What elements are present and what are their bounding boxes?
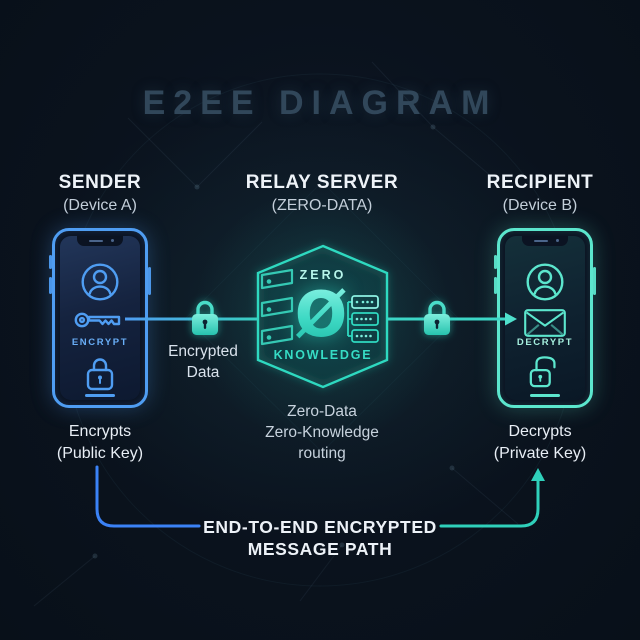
speaker-slit — [89, 240, 103, 242]
caption-line: END-TO-END ENCRYPTED — [203, 517, 437, 537]
caption-line: Encrypts — [68, 423, 132, 440]
phone-side-button — [494, 255, 497, 269]
relay-header: RELAY SERVER (ZERO-DATA) — [227, 172, 417, 215]
caption-line: routing — [298, 445, 346, 462]
server-stack-icon — [260, 268, 294, 346]
caption-line: Decrypts — [508, 423, 572, 440]
encrypt-label: ENCRYPT — [71, 337, 129, 348]
phone-side-button — [494, 277, 497, 294]
phone-side-button — [593, 267, 596, 295]
unlocked-padlock-icon — [529, 356, 556, 388]
sender-header: SENDER (Device A) — [20, 172, 180, 215]
caption-line: (Public Key) — [56, 445, 144, 462]
caption-line: (Private Key) — [493, 445, 587, 462]
caption-line: Zero-Knowledge — [265, 424, 379, 441]
phone-side-button — [148, 267, 151, 295]
user-avatar-icon — [81, 263, 119, 301]
sender-role-caption: Encrypts (Public Key) — [20, 421, 180, 465]
envelope-icon — [524, 309, 566, 337]
recipient-heading: RECIPIENT — [486, 172, 594, 193]
caption-line: Encrypted — [168, 343, 238, 360]
speaker-slit — [534, 240, 548, 242]
diagram-title: E2EE DIAGRAM — [142, 84, 498, 122]
server-rack-icon — [347, 295, 379, 343]
phone-notch — [77, 236, 123, 246]
hexagon-server-icon — [256, 244, 389, 389]
home-indicator — [530, 394, 560, 397]
relay-heading: RELAY SERVER — [245, 172, 399, 193]
decrypt-label: DECRYPT — [516, 337, 574, 348]
sender-phone: ENCRYPT — [49, 228, 151, 408]
sender-heading: SENDER — [58, 172, 142, 193]
relay-server-node — [256, 244, 389, 389]
server-stack-dots — [266, 279, 272, 340]
sender-subheading: (Device A) — [63, 197, 137, 214]
caption-line: Zero-Data — [287, 403, 357, 420]
relay-subheading: (ZERO-DATA) — [271, 197, 373, 214]
phone-side-button — [49, 255, 52, 269]
zero-label: ZERO — [299, 268, 347, 282]
slashed-zero-icon: Ø — [288, 280, 354, 350]
locked-padlock-icon — [86, 358, 114, 391]
arrow-up-icon — [531, 468, 545, 481]
sender-screen: ENCRYPT — [60, 236, 140, 400]
phone-side-button — [49, 277, 52, 294]
caption-line: Data — [186, 363, 220, 381]
phone-notch — [522, 236, 568, 246]
knowledge-label: KNOWLEDGE — [273, 348, 373, 362]
recipient-header: RECIPIENT (Device B) — [460, 172, 620, 215]
camera-dot — [556, 239, 559, 242]
key-icon — [74, 312, 121, 328]
recipient-subheading: (Device B) — [502, 197, 578, 214]
server-rack-dots — [355, 300, 374, 338]
home-indicator — [85, 394, 115, 397]
recipient-role-caption: Decrypts (Private Key) — [460, 421, 620, 465]
message-path-label: END-TO-END ENCRYPTED MESSAGE PATH — [170, 516, 470, 560]
camera-dot — [111, 239, 114, 242]
relay-routing-caption: Zero-Data Zero-Knowledge routing — [232, 401, 412, 464]
encrypted-data-caption: Encrypted Data — [138, 342, 268, 383]
user-avatar-icon — [526, 263, 564, 301]
caption-line: MESSAGE PATH — [247, 539, 393, 559]
recipient-screen: DECRYPT — [505, 236, 585, 400]
recipient-phone: DECRYPT — [494, 228, 596, 408]
